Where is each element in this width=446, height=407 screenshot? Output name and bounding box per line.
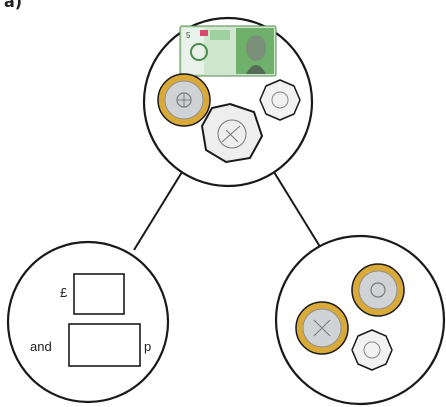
one-pound-coin-right-top (351, 263, 405, 317)
connector-line-left (133, 171, 183, 251)
part-circle-right (274, 234, 446, 406)
five-pound-note: 5 (179, 25, 277, 77)
rose-emblem-icon (370, 282, 386, 298)
britannia-lion-icon (217, 119, 247, 149)
one-pound-coin-right-left (295, 301, 349, 355)
pence-input-box[interactable] (68, 323, 141, 367)
connector-line-right (273, 171, 323, 251)
flower-emblem-icon (363, 341, 381, 359)
part-circle-left (6, 240, 170, 404)
one-pound-coin-whole (157, 73, 211, 127)
twenty-pence-coin-whole (259, 79, 301, 121)
and-label: and (30, 339, 52, 354)
note-value-text: 5 (186, 31, 191, 40)
flower-emblem-icon (271, 91, 289, 109)
emblem-icon (313, 319, 331, 337)
fifty-pence-coin-whole (200, 102, 264, 164)
queen-portrait-icon (246, 35, 266, 61)
pounds-symbol: £ (60, 285, 68, 300)
twenty-pence-coin-right (351, 329, 393, 371)
pounds-input-box[interactable] (73, 273, 125, 315)
pence-symbol: p (144, 339, 152, 354)
question-part-label: a) (4, 0, 23, 11)
